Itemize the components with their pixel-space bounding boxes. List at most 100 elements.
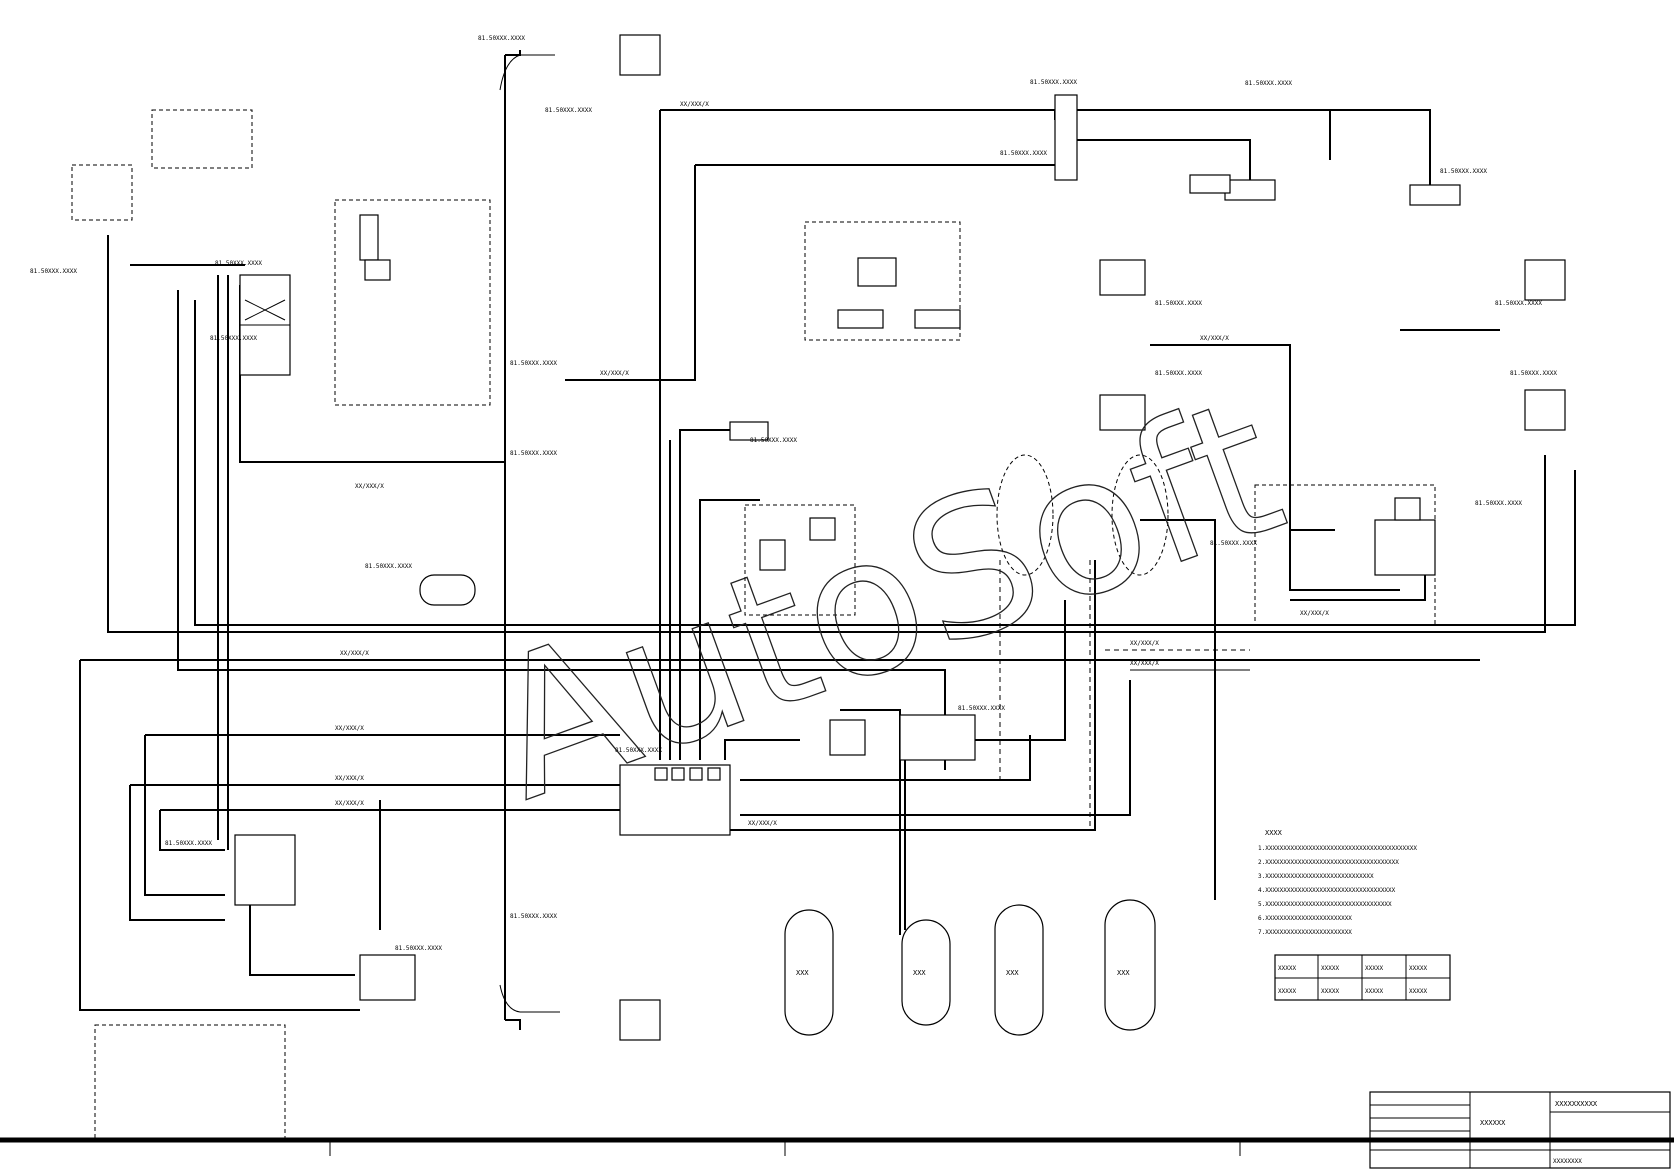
pipe-run [129, 785, 225, 921]
callout: 81.50XXX.XXXX [1155, 300, 1202, 307]
valve-block [364, 259, 391, 281]
pipe-run [1150, 344, 1400, 591]
pipe-label: XX/XXX/X [355, 483, 384, 490]
pipe-label: XX/XXX/X [600, 370, 629, 377]
pipe-run [107, 235, 1546, 633]
air-dryer [899, 714, 976, 761]
pipe-label: XX/XXX/X [340, 650, 369, 657]
pipe-run [79, 660, 360, 1011]
pipe-label: XX/XXX/X [1130, 640, 1159, 647]
seat-valve [359, 214, 379, 261]
callout: 81.50XXX.XXXX [510, 913, 557, 920]
component-group [744, 504, 856, 616]
air-tank [1104, 899, 1156, 1031]
pipe-run [679, 429, 735, 760]
table-cell: XXXXX [1365, 965, 1383, 972]
callout: 81.50XXX.XXXX [545, 107, 592, 114]
port [654, 767, 668, 781]
pipe-run [505, 1019, 521, 1030]
spring-brake-chamber [1524, 259, 1566, 301]
tank-label: XXX [1117, 969, 1130, 977]
component-group [334, 199, 491, 406]
port [689, 767, 703, 781]
pipe-run [699, 499, 760, 760]
pipe-run [945, 600, 1066, 741]
control-line [810, 560, 1001, 781]
callout: 81.50XXX.XXXX [1155, 370, 1202, 377]
spring-brake-chamber [1099, 259, 1146, 296]
air-tank [784, 909, 834, 1036]
component-group [94, 1024, 286, 1141]
spring-brake-chamber [1099, 394, 1146, 431]
callout: 81.50XXX.XXXX [1495, 300, 1542, 307]
callout: 81.50XXX.XXXX [1030, 79, 1077, 86]
table-cell: XXXXX [1321, 988, 1339, 995]
note-line: 1.XXXXXXXXXXXXXXXXXXXXXXXXXXXXXXXXXXXXXX… [1258, 845, 1417, 852]
callout: 81.50XXX.XXXX [1440, 168, 1487, 175]
solenoid-valve [759, 539, 786, 571]
valve-block [1409, 184, 1461, 206]
trailer-control-valve [1374, 519, 1436, 576]
pipe-label: XX/XXX/X [335, 775, 364, 782]
pipe-labels: XX/XXX/X XX/XXX/X XX/XXX/X XX/XXX/X XX/X… [335, 101, 1329, 827]
pipe-run [660, 109, 1056, 120]
hand-brake-valve [359, 954, 416, 1001]
note-line: 7.XXXXXXXXXXXXXXXXXXXXXXXX [1258, 929, 1352, 936]
pipe-label: XX/XXX/X [680, 101, 709, 108]
note-line: 5.XXXXXXXXXXXXXXXXXXXXXXXXXXXXXXXXXXX [1258, 901, 1392, 908]
callout: 81.50XXX.XXXX [365, 563, 412, 570]
callout: 81.50XXX.XXXX [615, 747, 662, 754]
pipe-label: XX/XXX/X [1200, 335, 1229, 342]
watermark: AutoSoft [465, 356, 1307, 843]
port [671, 767, 685, 781]
callout: 81.50XXX.XXXX [510, 360, 557, 367]
hose [499, 984, 560, 1013]
component-group [71, 164, 133, 221]
component-group [804, 221, 961, 341]
notes-block: XXXX 1.XXXXXXXXXXXXXXXXXXXXXXXXXXXXXXXXX… [1258, 829, 1451, 1001]
callout: 81.50XXX.XXXX [165, 840, 212, 847]
valve-block [1394, 497, 1421, 521]
air-tanks: XXX XXX XXX XXX [784, 454, 1169, 1036]
callout: 81.50XXX.XXXX [958, 705, 1005, 712]
notes-heading: XXXX [1265, 829, 1283, 837]
callout: 81.50XXX.XXXX [1475, 500, 1522, 507]
pipe-run [840, 709, 901, 935]
pipe-run [159, 810, 225, 851]
callout: 81.50XXX.XXXX [478, 35, 525, 42]
callout: 81.50XXX.XXXX [30, 268, 77, 275]
pipe-run [1075, 139, 1251, 195]
drawing-title: XXXXXX [1480, 1119, 1506, 1127]
callout: 81.50XXX.XXXX [215, 260, 262, 267]
pipe-run [194, 300, 1576, 626]
pipe-label: XX/XXX/X [335, 800, 364, 807]
pipe-label: XX/XXX/X [1130, 660, 1159, 667]
pipe-run [505, 50, 521, 56]
callout: 81.50XXX.XXXX [750, 437, 797, 444]
pipe-run [740, 735, 1031, 781]
pipe-label: XX/XXX/X [1300, 610, 1329, 617]
callout: 81.50XXX.XXXX [510, 450, 557, 457]
callout: 81.50XXX.XXXX [1245, 80, 1292, 87]
company-name: XXXXXXXX [1553, 1158, 1582, 1165]
drawing-number: XXXXXXXXXX [1555, 1100, 1598, 1108]
table-cell: XXXXX [1409, 988, 1427, 995]
pipe-run [740, 680, 1131, 816]
callout: 81.50XXX.XXXX [1210, 540, 1257, 547]
callout: 81.50XXX.XXXX [1000, 150, 1047, 157]
pipe-run [1075, 109, 1331, 160]
tank-label: XXX [1006, 969, 1019, 977]
valve-block [857, 257, 897, 287]
port [707, 767, 721, 781]
table-cell: XXXXX [1278, 965, 1296, 972]
pipe-run [1330, 109, 1431, 195]
valve-block [837, 309, 884, 329]
solenoid-valve [809, 517, 836, 541]
pipe-run [144, 735, 225, 896]
callout: 81.50XXX.XXXX [395, 945, 442, 952]
air-tank-ghost [996, 454, 1054, 576]
electronic-unit [619, 999, 661, 1041]
table-cell: XXXXX [1321, 965, 1339, 972]
unloader-valve [829, 719, 866, 756]
